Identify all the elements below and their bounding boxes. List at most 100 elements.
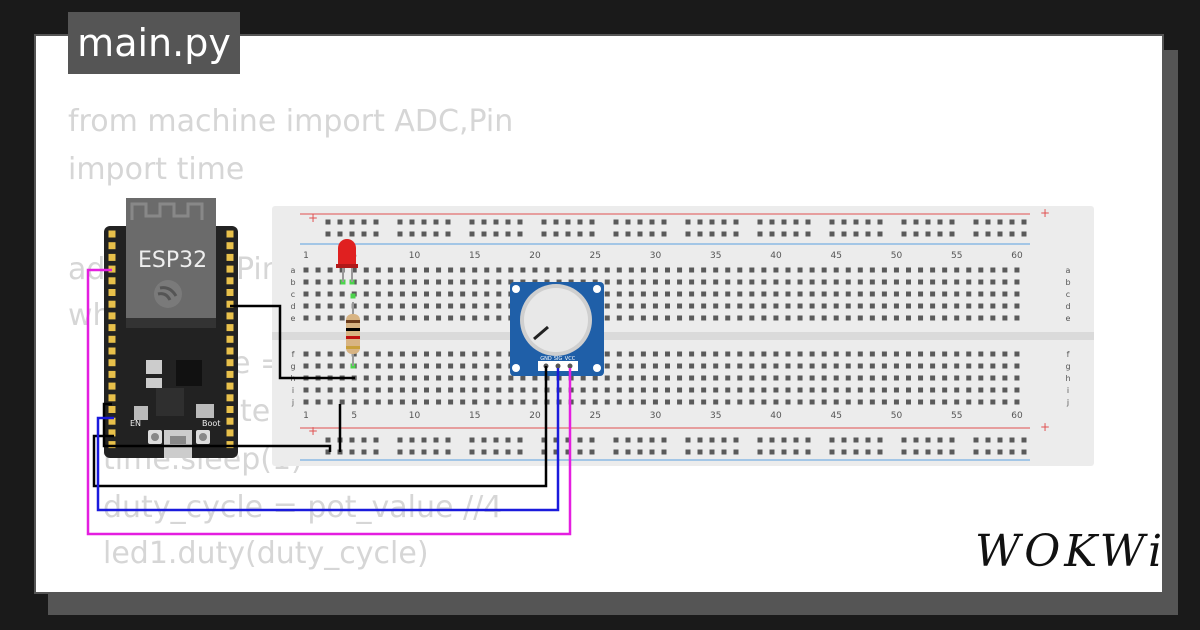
terminal-hole	[809, 387, 815, 393]
pin-header	[108, 289, 116, 296]
pot-pin-label: VCC	[565, 356, 576, 362]
terminal-hole	[869, 387, 875, 393]
column-number: 10	[409, 411, 421, 421]
terminal-hole	[436, 315, 442, 321]
rail-hole	[997, 449, 1003, 455]
rail-hole	[877, 449, 883, 455]
terminal-hole	[363, 351, 369, 357]
terminal-hole	[315, 315, 321, 321]
terminal-hole	[978, 375, 984, 381]
terminal-hole	[749, 363, 755, 369]
terminal-hole	[436, 351, 442, 357]
rail-hole	[541, 449, 547, 455]
terminal-hole	[484, 375, 490, 381]
terminal-hole	[725, 267, 731, 273]
wire-black-pot-gnd[interactable]	[92, 434, 548, 488]
row-letter: f	[1067, 350, 1070, 359]
pot-knob[interactable]	[524, 288, 588, 352]
rail-hole	[901, 449, 907, 455]
rail-hole	[445, 231, 451, 237]
file-tab[interactable]: main.py	[68, 12, 240, 74]
terminal-hole	[652, 399, 658, 405]
terminal-hole	[990, 363, 996, 369]
rail-hole	[865, 449, 871, 455]
terminal-hole	[448, 315, 454, 321]
terminal-hole	[773, 291, 779, 297]
terminal-hole	[628, 315, 634, 321]
terminal-hole	[327, 399, 333, 405]
terminal-hole	[592, 267, 598, 273]
pin-header	[226, 394, 234, 402]
terminal-hole	[604, 363, 610, 369]
terminal-hole	[761, 279, 767, 285]
terminal-hole	[424, 375, 429, 381]
rail-hole	[661, 219, 667, 225]
rail-hole	[841, 231, 847, 237]
terminal-hole	[869, 267, 875, 273]
terminal-hole	[375, 303, 381, 309]
terminal-hole	[592, 375, 598, 381]
rail-hole	[901, 437, 907, 443]
row-letter: b	[1065, 278, 1070, 287]
wire-blue-signal[interactable]	[96, 368, 560, 512]
red-led[interactable]	[336, 239, 358, 282]
terminal-hole	[363, 387, 369, 393]
row-letter: d	[290, 302, 295, 311]
terminal-hole	[665, 267, 670, 273]
rail-hole	[517, 449, 523, 455]
wire-magenta-vcc[interactable]	[86, 268, 572, 536]
pin-header	[226, 277, 234, 285]
terminal-hole	[592, 399, 598, 405]
rail-plus-top-left: +	[308, 211, 318, 225]
terminal-hole	[327, 315, 333, 321]
breadboard-holes	[303, 219, 1027, 455]
terminal-hole	[966, 291, 972, 297]
terminal-hole	[1002, 375, 1008, 381]
terminal-hole	[773, 303, 779, 309]
terminal-hole	[918, 363, 924, 369]
terminal-hole	[1014, 279, 1020, 285]
terminal-hole	[701, 291, 707, 297]
terminal-hole	[701, 315, 707, 321]
rail-hole	[493, 219, 499, 225]
rail-hole	[949, 437, 955, 443]
wire-black-d1-to-led[interactable]	[230, 304, 355, 380]
row-letter: f	[292, 350, 295, 359]
terminal-hole	[327, 303, 333, 309]
terminal-hole	[580, 399, 586, 405]
terminal-hole	[978, 291, 984, 297]
rail-hole	[469, 449, 475, 455]
rail-hole	[349, 449, 355, 455]
terminal-hole	[689, 363, 695, 369]
terminal-hole	[556, 267, 562, 273]
resistor[interactable]	[346, 302, 360, 366]
pin-header	[226, 289, 234, 296]
esp32-board[interactable]: ESP32 EN Boot	[104, 198, 238, 458]
terminal-hole	[1014, 363, 1020, 369]
rail-hole	[361, 437, 367, 443]
rail-hole	[865, 231, 871, 237]
row-letter: g	[1065, 362, 1070, 371]
terminal-hole	[339, 351, 345, 357]
esp32-pin-headers	[108, 230, 234, 449]
wire-black-gnd-esp[interactable]	[102, 402, 332, 452]
terminal-hole	[640, 351, 646, 357]
terminal-hole	[628, 279, 634, 285]
terminal-hole	[508, 279, 514, 285]
component-icon	[134, 406, 148, 420]
terminal-hole	[809, 363, 815, 369]
terminal-hole	[893, 399, 899, 405]
rail-hole	[757, 219, 763, 225]
terminal-hole	[797, 267, 803, 273]
terminal-hole	[472, 267, 478, 273]
terminal-hole	[484, 303, 490, 309]
terminal-hole	[821, 291, 827, 297]
terminal-hole	[869, 363, 875, 369]
terminal-hole	[797, 375, 803, 381]
terminal-hole	[761, 375, 767, 381]
pin-header	[226, 441, 234, 449]
pin-header	[226, 230, 234, 238]
column-number: 25	[589, 411, 600, 421]
terminal-hole	[424, 399, 429, 405]
